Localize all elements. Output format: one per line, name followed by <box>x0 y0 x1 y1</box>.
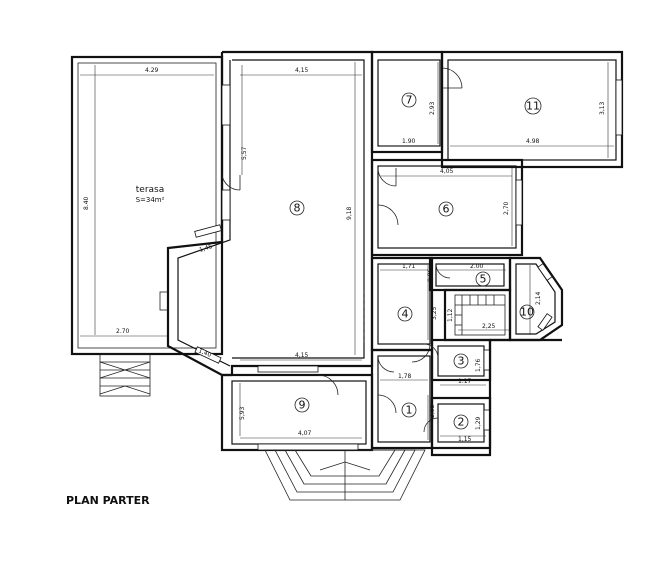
dim-room7-width: 1.90 <box>402 138 416 145</box>
terrace-name: terasa <box>136 185 165 195</box>
room-3: 1.17 1,76 3 <box>423 338 492 386</box>
dim-terrace-bottom: 2.70 <box>116 328 130 335</box>
room-number-5: 5 <box>480 273 487 286</box>
room-number-1: 1 <box>406 404 413 417</box>
dim-room4-top: 1,71 <box>402 263 416 270</box>
plan-title: PLAN PARTER <box>66 494 150 507</box>
staircase: 1,12 2,25 <box>443 288 512 342</box>
dim-room3-width: 1.17 <box>458 378 472 385</box>
room-9: 4,07 5,93 9 <box>220 373 374 452</box>
dim-room2-width: 1,15 <box>458 436 472 443</box>
dim-terrace-width: 4.29 <box>145 67 159 74</box>
room-10: 2,14 10 <box>508 256 564 342</box>
dim-room8-side: 5,57 <box>241 146 248 160</box>
dim-terrace-height: 8.40 <box>83 196 90 210</box>
dim-room6-width: 4,05 <box>440 168 454 175</box>
dim-bay-bottom: 1,40 <box>197 347 212 359</box>
room-5: 2.00 0,86 5 <box>427 256 512 292</box>
dim-room1-height: 2,08 <box>429 404 436 418</box>
room-number-9: 9 <box>299 399 306 412</box>
room-7: 1.90 2,93 7 <box>370 50 463 154</box>
dim-room7-height: 2,93 <box>429 101 436 115</box>
dim-room4-height: 3,25 <box>431 306 438 320</box>
dim-hall-width: 1,78 <box>398 373 412 380</box>
room-number-2: 2 <box>458 416 465 429</box>
dim-room11-width: 4.98 <box>526 138 540 145</box>
dim-room5-height: 0,86 <box>427 268 434 282</box>
room-number-3: 3 <box>458 355 465 368</box>
dim-room9-width: 4,07 <box>298 430 312 437</box>
room-1: 1,78 2,08 1 <box>370 348 436 450</box>
terrace-area: S=34m² <box>136 196 165 204</box>
dim-room6-height: 2,70 <box>503 201 510 215</box>
dim-room8-top: 4,15 <box>295 67 309 74</box>
terrace: 4.29 8.40 2.70 terasa S=34m² <box>70 55 224 397</box>
room-number-8: 8 <box>294 202 301 215</box>
dim-room3-height: 1,76 <box>475 358 482 372</box>
room-number-4: 4 <box>402 308 409 321</box>
room-number-10: 10 <box>520 306 534 319</box>
dim-room9-height: 5,93 <box>239 406 246 420</box>
room-6: 4,05 2,70 6 <box>370 158 524 257</box>
dim-bay-top: 1,45 <box>198 243 213 254</box>
dim-room5-width: 2.00 <box>470 263 484 270</box>
dim-room11-height: 3,13 <box>599 101 606 115</box>
dim-stair-b: 2,25 <box>482 323 496 330</box>
dim-room2-height: 1,29 <box>475 416 482 430</box>
entrance-steps <box>264 449 426 501</box>
dim-stair-a: 1,12 <box>447 308 454 322</box>
room-number-7: 7 <box>406 94 413 107</box>
dim-room10-height: 2,14 <box>535 291 542 305</box>
dim-room8-bottom: 4,15 <box>295 352 309 359</box>
room-8: 4,15 4,15 9,18 5,57 1,45 1,40 8 <box>159 50 374 377</box>
dim-room8-height: 9,18 <box>346 206 353 220</box>
room-11: 4.98 3,13 11 <box>440 50 624 169</box>
room-number-11: 11 <box>526 100 540 113</box>
room-number-6: 6 <box>443 203 450 216</box>
